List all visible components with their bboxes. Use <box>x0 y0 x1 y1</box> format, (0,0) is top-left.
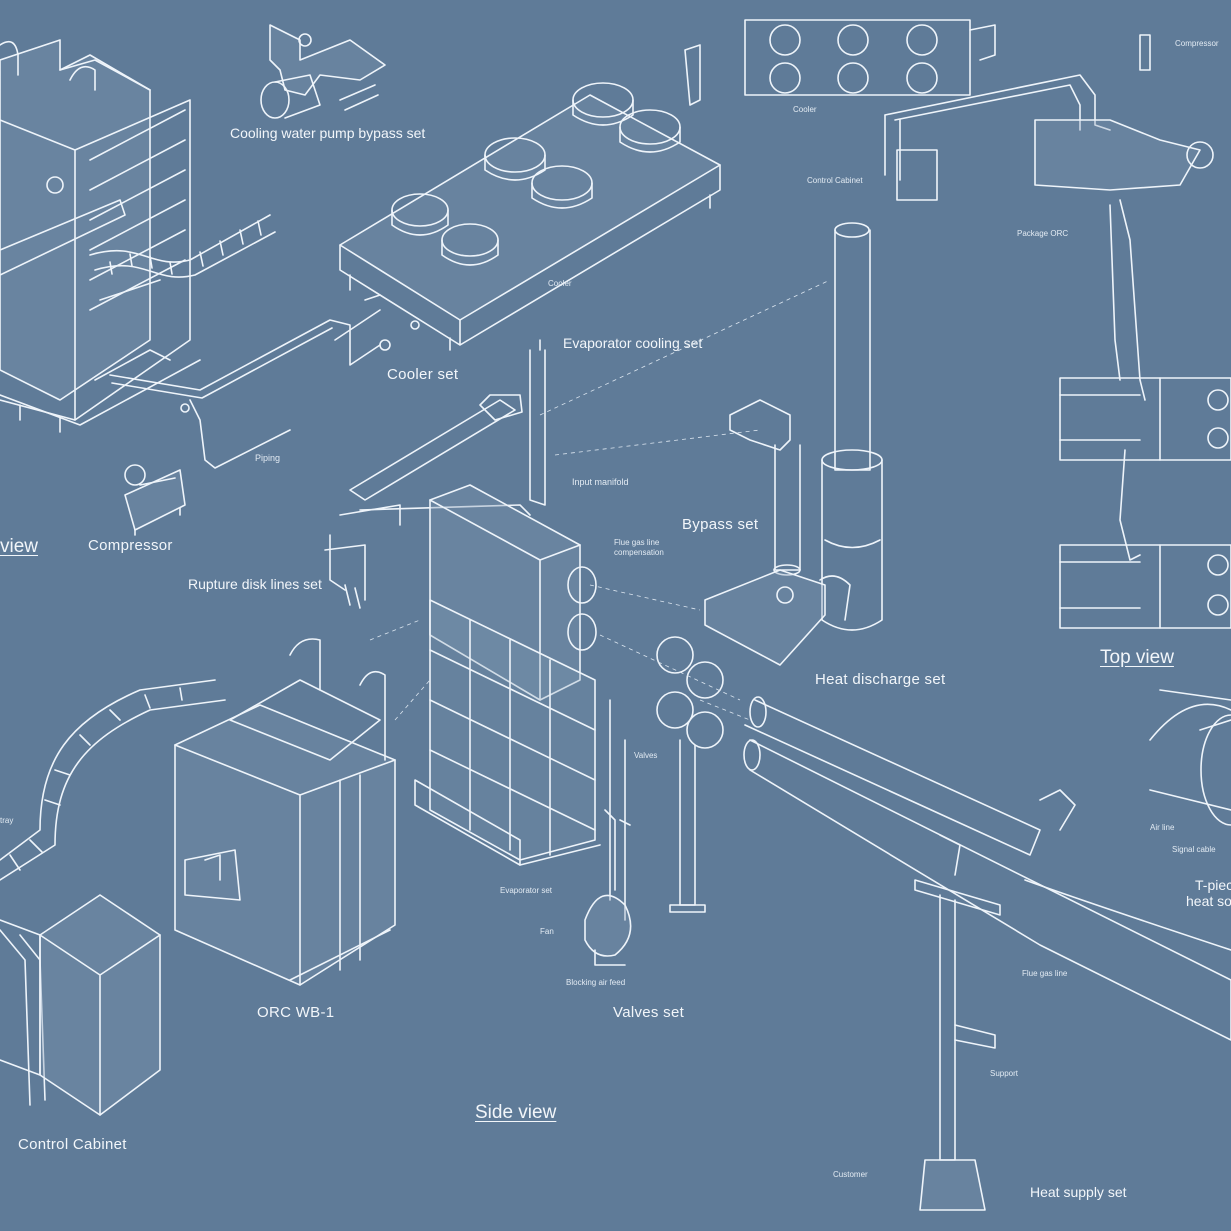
label-top-control-cabinet: Control Cabinet <box>807 176 863 185</box>
label-rupture-disk-lines-set: Rupture disk lines set <box>188 576 322 592</box>
label-input-manifold: Input manifold <box>572 477 629 487</box>
label-cooler: Cooler <box>548 279 572 288</box>
label-evaporator-cooling-set: Evaporator cooling set <box>563 335 703 351</box>
label-cooling-water-pump-bypass-set: Cooling water pump bypass set <box>230 125 426 141</box>
label-signal-cable: Signal cable <box>1172 845 1216 854</box>
label-cooler-set: Cooler set <box>387 366 459 383</box>
orc-wb-1-unit <box>174 638 396 986</box>
compressor <box>124 464 186 536</box>
label-t-piece-line2: heat so <box>1186 893 1231 909</box>
label-top-view: Top view <box>1100 647 1174 668</box>
flue-gas-line <box>743 696 1231 1041</box>
label-orc-wb-1: ORC WB-1 <box>257 1004 335 1021</box>
heat-discharge <box>704 222 883 666</box>
orc-unit-top-left <box>0 39 201 433</box>
label-side-view: Side view <box>475 1102 557 1123</box>
label-view-partial: view <box>0 536 39 557</box>
label-valves-set: Valves set <box>613 1004 685 1021</box>
label-bypass-set: Bypass set <box>682 516 759 533</box>
cooler-unit <box>339 44 721 351</box>
label-compressor: Compressor <box>88 537 173 554</box>
label-heat-discharge-set: Heat discharge set <box>815 671 946 688</box>
label-customer: Customer <box>833 1170 868 1179</box>
label-top-compressor: Compressor <box>1175 39 1219 48</box>
label-t-piece-line1: T-piece <box>1195 877 1231 893</box>
label-package-orc: Package ORC <box>1017 229 1069 238</box>
cable-tray-top <box>89 214 276 278</box>
rupture-disk-lines <box>324 504 401 609</box>
pump-bypass <box>260 24 386 119</box>
valves-set <box>584 809 632 966</box>
label-cable-tray: tray <box>0 816 14 825</box>
piping <box>109 294 420 469</box>
label-flue-gas-line: Flue gas line <box>1022 969 1068 978</box>
label-piping: Piping <box>255 453 281 463</box>
label-flue-gas-line-compensation: Flue gas line compensation <box>614 538 664 557</box>
label-blocking-air-feed: Blocking air feed <box>566 978 626 987</box>
evaporator-cooling-pipe <box>349 339 546 516</box>
label-top-cooler: Cooler <box>793 105 817 114</box>
support-column <box>914 879 1001 1211</box>
label-evaporator-set: Evaporator set <box>500 886 553 895</box>
evaporator <box>414 484 601 866</box>
label-valves: Valves <box>634 751 658 760</box>
valves <box>609 636 724 921</box>
bypass-set <box>729 399 801 576</box>
control-cabinet <box>0 894 161 1116</box>
label-heat-supply-set: Heat supply set <box>1030 1184 1127 1200</box>
label-support: Support <box>990 1069 1019 1078</box>
label-air-line: Air line <box>1150 823 1175 832</box>
top-view-layout <box>744 19 1231 826</box>
label-fan: Fan <box>540 927 554 936</box>
label-control-cabinet: Control Cabinet <box>18 1136 127 1153</box>
